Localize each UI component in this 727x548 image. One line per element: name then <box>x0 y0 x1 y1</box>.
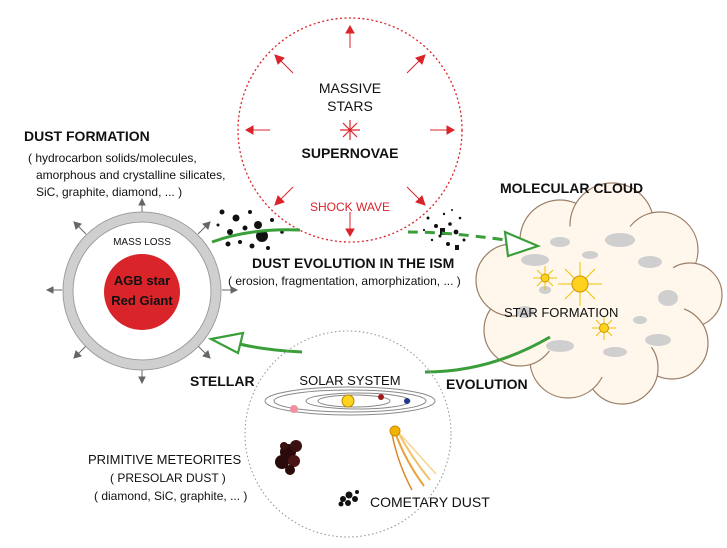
shell-inner-edge <box>72 221 212 361</box>
cometary-dust-label: COMETARY DUST <box>370 494 490 510</box>
ejected-dust-grains <box>216 209 284 250</box>
meteorites-title: PRIMITIVE METEORITES <box>88 452 241 467</box>
agb-star-group: MASS LOSS AGB star Red Giant <box>45 197 239 385</box>
supernovae-label: SUPERNOVAE <box>302 145 399 161</box>
solar-system-group: SOLAR SYSTEM COMETARY DUST <box>244 330 490 538</box>
dust-formation-line3: SiC, graphite, diamond, ... ) <box>36 185 182 199</box>
supernova-group: MASSIVE STARS SUPERNOVAE SHOCK WAVE <box>237 17 463 243</box>
comet-icon <box>389 425 437 491</box>
lifecycle-arrows <box>207 228 551 374</box>
ism-title: DUST EVOLUTION IN THE ISM <box>252 255 454 271</box>
dust-formation-block: DUST FORMATION ( hydrocarbon solids/mole… <box>24 128 225 199</box>
star-formation-label: STAR FORMATION <box>504 305 618 320</box>
molecular-cloud-title: MOLECULAR CLOUD <box>500 180 643 196</box>
ejection-arrow <box>211 228 301 244</box>
red-giant-label: Red Giant <box>111 293 173 308</box>
agb-star-label: AGB star <box>114 273 170 288</box>
planet-blue-icon <box>404 398 410 404</box>
ism-transport-arrow <box>407 230 506 242</box>
cometary-dust-icon <box>338 490 359 507</box>
stellar-label: STELLAR <box>190 373 255 389</box>
processed-dust-grains <box>422 209 466 250</box>
meteorites-presolar: ( PRESOLAR DUST ) <box>110 471 226 485</box>
protostar-medium <box>599 323 609 333</box>
shock-wave-label: SHOCK WAVE <box>310 200 390 214</box>
presolar-grain-icon <box>275 440 302 475</box>
red-giant-star <box>104 254 180 330</box>
orbit-outer <box>264 386 436 416</box>
dust-formation-line1: ( hydrocarbon solids/molecules, <box>28 151 197 165</box>
evolution-label: EVOLUTION <box>446 376 528 392</box>
mass-loss-label: MASS LOSS <box>113 237 171 248</box>
protostar-small <box>540 273 550 283</box>
ism-subtitle: ( erosion, fragmentation, amorphization,… <box>228 274 461 288</box>
planet-pink-icon <box>290 405 298 413</box>
forming-stars <box>533 262 616 340</box>
dust-formation-line2: amorphous and crystalline silicates, <box>36 168 225 182</box>
supernova-shock-circle <box>237 17 463 243</box>
shock-arrows <box>244 24 456 238</box>
orbit-inner <box>317 394 391 408</box>
meteorites-detail: ( diamond, SiC, graphite, ... ) <box>94 489 247 503</box>
stars-label: STARS <box>327 98 373 114</box>
stellar-return-arrow <box>231 340 303 354</box>
stellar-arrowhead <box>207 331 245 355</box>
protostar-large <box>571 275 589 293</box>
sun-icon <box>341 394 355 408</box>
orbit-third <box>273 389 427 413</box>
ism-arrowhead <box>503 230 542 258</box>
dust-formation-title: DUST FORMATION <box>24 128 150 144</box>
mass-loss-arrows <box>45 197 239 385</box>
solar-system-title: SOLAR SYSTEM <box>299 373 400 388</box>
evolution-arrow <box>424 335 551 374</box>
solar-system-boundary <box>244 330 452 538</box>
molecular-cloud-group: MOLECULAR CLOUD STAR FORMATION <box>475 180 723 405</box>
shell-outer-edge <box>62 211 222 371</box>
massive-label: MASSIVE <box>319 80 381 96</box>
cloud-clumps <box>516 233 678 357</box>
supernova-burst-icon <box>340 120 360 140</box>
planet-red-icon <box>378 394 384 400</box>
